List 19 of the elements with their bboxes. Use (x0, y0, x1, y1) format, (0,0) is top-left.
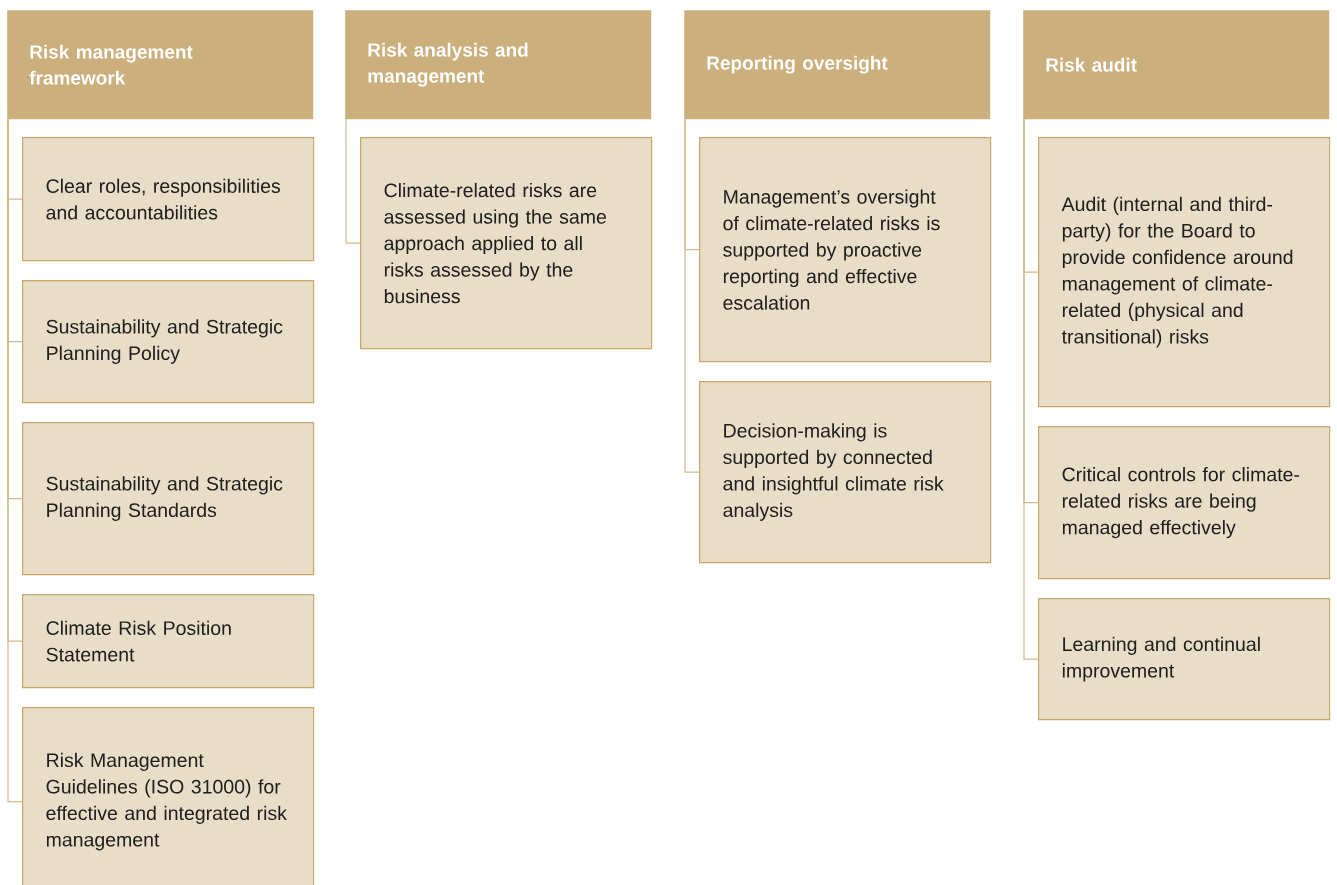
connector-line (7, 118, 23, 803)
text-box: Climate-related risks are assessed using the same approach applied to all risks assessed by the business (360, 137, 653, 350)
text-box: Decision-making is supported by connected and insightful climate risk analysis (699, 381, 992, 564)
column-header: Reporting oversight (684, 10, 991, 120)
text-box: Risk Management Guidelines (ISO 31000) for effective and integrated risk management (22, 707, 315, 885)
text-box: Sustainability and Strategic Planning Standards (22, 422, 315, 576)
text-box: Sustainability and Strategic Planning Policy (22, 280, 315, 404)
text-box: Audit (internal and third-party) for the Board to provide confidence around management of climate-related (physical and transitional) risks (1038, 137, 1331, 408)
connector-line (1023, 118, 1039, 660)
column-header: Risk management framework (7, 10, 314, 120)
text-box: Critical controls for climate-related risks are being managed effectively (1038, 426, 1331, 580)
text-box: Learning and continual improvement (1038, 598, 1331, 721)
connector-line (345, 118, 361, 244)
text-box: Clear roles, responsibilities and accountabilities (22, 137, 315, 262)
text-box: Management’s oversight of climate-related risks is supported by proactive reporting and effective escalation (699, 137, 992, 363)
column-header: Risk audit (1023, 10, 1330, 120)
text-box: Climate Risk Position Statement (22, 594, 315, 689)
connector-line (684, 118, 700, 473)
column-header: Risk analysis and management (345, 10, 652, 120)
